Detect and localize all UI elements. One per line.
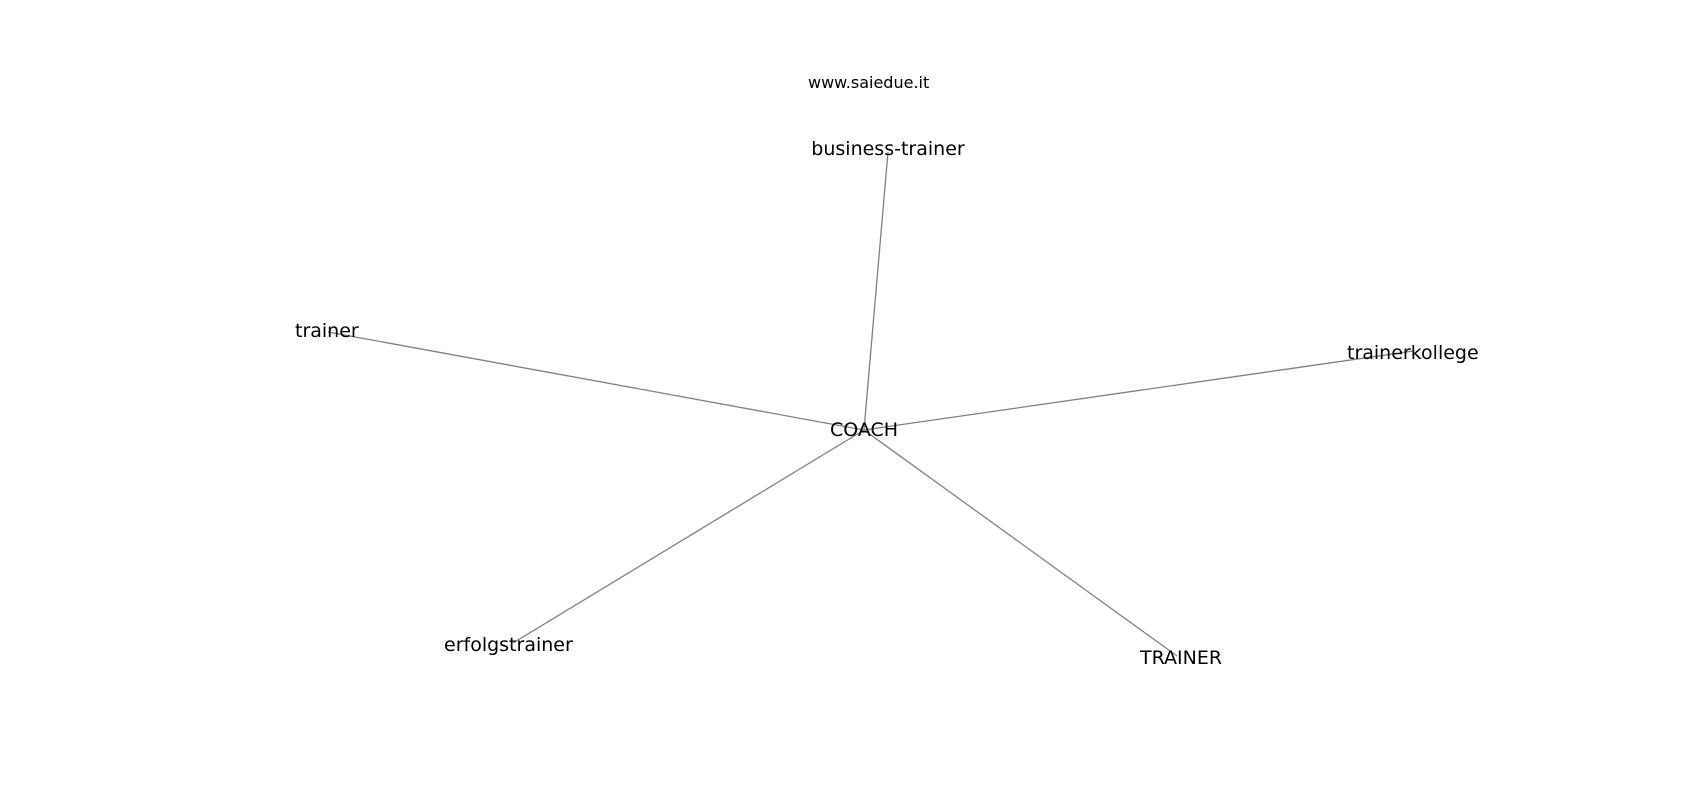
node-label-business-trainer: business-trainer	[811, 138, 965, 160]
edge-coach-trainer	[327, 331, 865, 431]
edge-coach-trainerkollege	[863, 350, 1414, 431]
nodes-layer: COACH business-trainer trainer trainerkolle…	[295, 138, 1479, 669]
node-label-trainerkollege: trainerkollege	[1347, 342, 1479, 364]
node-label-erfolgstrainer: erfolgstrainer	[444, 634, 573, 656]
node-label-trainer: TRAINER	[1139, 647, 1222, 669]
watermark-text: www.saiedue.it	[808, 73, 929, 92]
node-label-trainer: trainer	[295, 320, 359, 342]
node-label-coach: COACH	[830, 419, 898, 441]
edge-coach-TRAINER	[863, 429, 1178, 657]
edges-layer	[327, 151, 1414, 657]
edge-coach-erfolgstrainer	[512, 429, 865, 644]
edge-coach-business-trainer	[863, 151, 889, 431]
